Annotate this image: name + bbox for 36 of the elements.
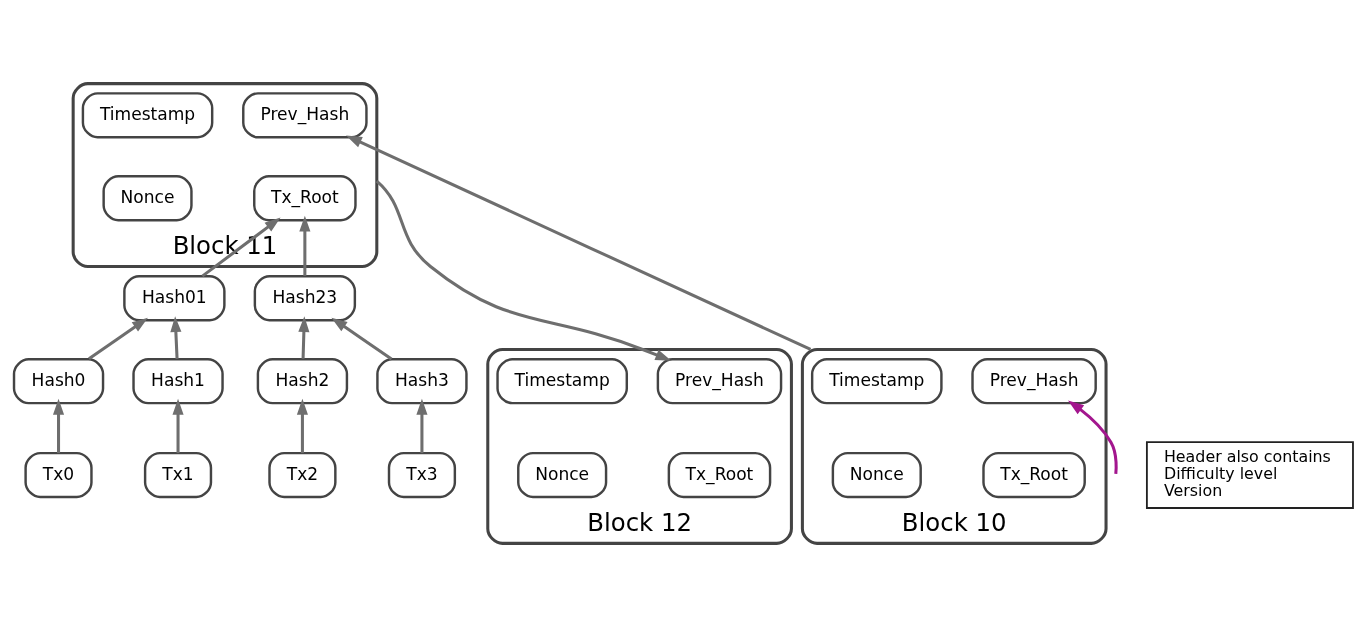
node-box: Header also contains Difficulty level Version <box>1145 441 1354 509</box>
arrow <box>170 316 182 359</box>
node-box: Timestamp <box>81 92 214 139</box>
node-box: Hash23 <box>253 275 357 322</box>
arrow <box>52 398 65 454</box>
node-box: Timestamp <box>810 358 943 405</box>
node-box: Tx3 <box>387 451 457 499</box>
node-box: Prev_Hash <box>656 358 783 405</box>
node-box: Tx2 <box>268 451 337 499</box>
node-box: Nonce <box>517 451 608 499</box>
node-box: Tx_Root <box>667 451 772 499</box>
arrow <box>88 317 148 361</box>
node-box: Hash0 <box>12 358 105 405</box>
arrow <box>346 135 812 351</box>
node-box: Nonce <box>831 451 922 499</box>
arrow <box>299 215 311 276</box>
arrow <box>296 398 308 454</box>
node-box: Prev_Hash <box>242 92 368 139</box>
arrow <box>201 217 281 278</box>
arrow <box>172 398 184 454</box>
node-box: Hash01 <box>123 275 226 322</box>
node-box: Tx0 <box>24 451 93 499</box>
arrow <box>298 316 310 359</box>
node-box: Prev_Hash <box>971 358 1097 405</box>
arrow <box>416 398 428 454</box>
node-box: Hash3 <box>376 358 468 405</box>
node-box: Tx_Root <box>253 175 357 222</box>
arrow <box>331 317 393 361</box>
node-box: Timestamp <box>496 358 628 405</box>
node-box: Hash1 <box>132 358 224 405</box>
node-box: Nonce <box>102 175 193 222</box>
node-box: Tx_Root <box>982 451 1086 499</box>
node-box: Hash2 <box>256 358 349 405</box>
arrow <box>1068 400 1118 474</box>
node-box: Tx1 <box>143 451 213 499</box>
arrow <box>375 180 672 361</box>
